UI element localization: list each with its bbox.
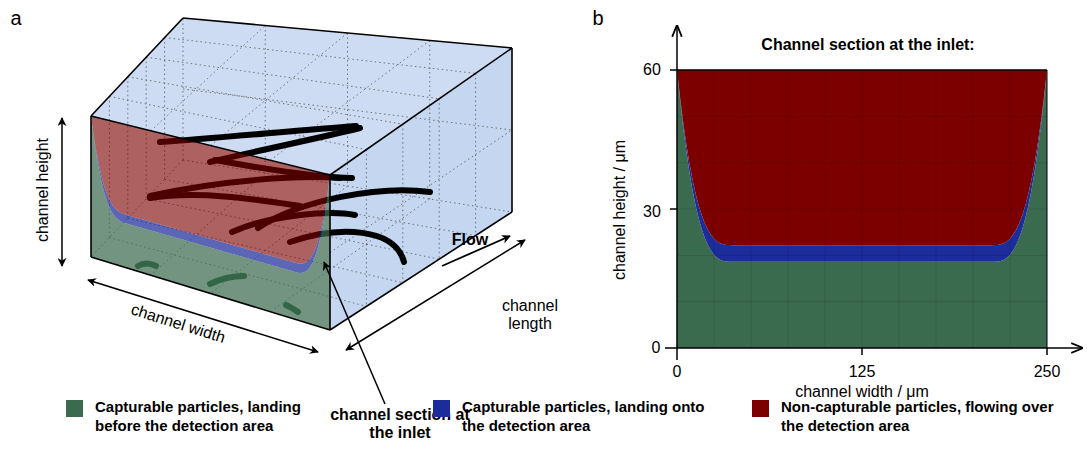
tick [670, 208, 677, 210]
legend-entry: Capturable particles, landing onto the d… [433, 398, 712, 436]
legend-entry: Non-capturable particles, flowing over t… [752, 398, 1061, 436]
plot-right [1047, 70, 1048, 348]
panel-letter: a [10, 7, 21, 30]
capture-region [677, 70, 1047, 348]
length-arrow [346, 240, 525, 350]
callout-label: channel section at the inlet [325, 406, 475, 443]
tick-label: 250 [1034, 363, 1061, 381]
tick-label: 0 [652, 339, 661, 357]
legend-swatch [433, 400, 450, 417]
dimension-label: channel height [34, 138, 52, 242]
box-edge [330, 212, 512, 330]
box-edge [183, 18, 512, 48]
tick [1046, 348, 1048, 355]
box-edge [91, 18, 183, 116]
plot-grid [677, 255, 1047, 256]
panel-letter: b [592, 7, 603, 30]
legend-entry: Capturable particles, landing before the… [66, 398, 345, 436]
legend-text: Capturable particles, landing onto the d… [462, 398, 712, 436]
dimension-label: channel length [495, 297, 565, 334]
grid-line [165, 38, 476, 74]
x-axis [665, 347, 1082, 349]
plot-top [677, 69, 1047, 71]
capture-region [91, 116, 330, 330]
box-edge [330, 48, 512, 175]
tick [861, 348, 863, 355]
box-edge [511, 48, 513, 212]
y-axis [676, 26, 678, 360]
axis-title: channel height / μm [611, 140, 629, 280]
legend-text: Capturable particles, landing before the… [95, 398, 345, 436]
plot-grid [677, 162, 1047, 163]
flow-label: Flow [452, 231, 488, 249]
width-arrow [88, 280, 318, 352]
plot-grid [677, 301, 1047, 302]
grid-line [151, 26, 266, 131]
overflow-region [91, 116, 330, 264]
detection-region [91, 116, 330, 273]
box-edge [329, 175, 331, 330]
legend-swatch [752, 400, 769, 417]
plot-grid [677, 116, 1047, 117]
tick-label: 60 [643, 61, 661, 79]
height-arrow [61, 118, 63, 266]
tick [670, 69, 677, 71]
grid-line [128, 77, 403, 124]
plot-grid [677, 209, 1047, 210]
tick-label: 125 [849, 363, 876, 381]
legend-text: Non-capturable particles, flowing over t… [781, 398, 1061, 436]
leader-line [324, 262, 385, 404]
box-edge [90, 116, 92, 257]
plot-title: Channel section at the inlet: [761, 36, 974, 54]
grid-line [146, 57, 439, 99]
tick-label: 0 [673, 363, 682, 381]
legend-swatch [66, 400, 83, 417]
tick-label: 30 [643, 203, 661, 221]
box-edge [91, 116, 330, 175]
